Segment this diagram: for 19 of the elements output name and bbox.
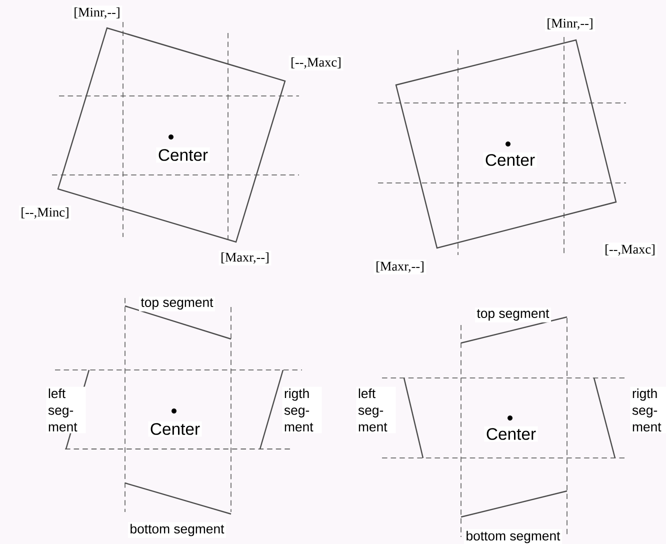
corner-label: [Maxr,--] xyxy=(374,260,426,274)
segment-label: rigth seg- ment xyxy=(630,386,666,434)
corner-label: [Minr,--] xyxy=(544,16,596,32)
segment-label: bottom segment xyxy=(464,529,562,544)
segment-label: left seg- ment xyxy=(356,386,396,434)
segment-label: rigth seg- ment xyxy=(282,386,322,434)
corner-label: [Minr,--] xyxy=(72,6,122,20)
center-label: Center xyxy=(483,152,537,168)
segment-label: top segment xyxy=(138,296,216,312)
segment-label: left seg- ment xyxy=(46,386,86,434)
center-label: Center xyxy=(484,426,538,442)
corner-label: [--,Maxc] xyxy=(602,242,658,258)
segment-label: top segment xyxy=(474,308,552,322)
center-label: Center xyxy=(156,147,210,163)
segment-label: bottom segment xyxy=(128,522,226,538)
center-label: Center xyxy=(148,421,202,437)
corner-label: [--,Maxc] xyxy=(288,56,344,70)
corner-label: [--,Minc] xyxy=(18,206,72,220)
corner-label: [Maxr,--] xyxy=(218,250,272,266)
